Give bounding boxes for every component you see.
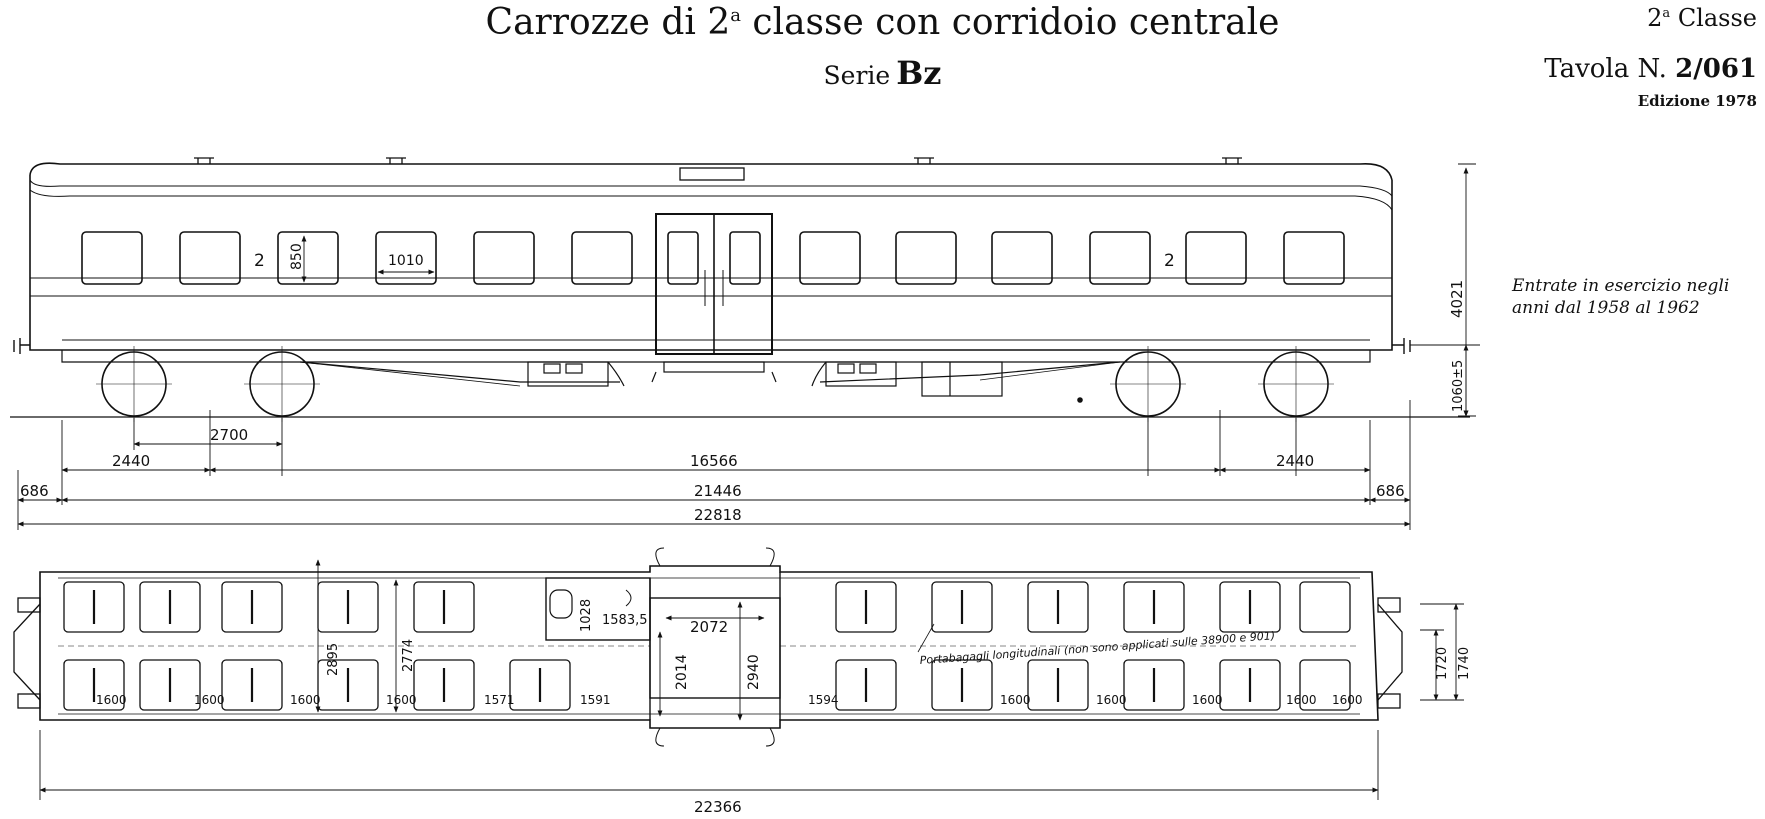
title-text-end: classe con corridoio centrale: [740, 2, 1280, 43]
roof-vents: [194, 157, 1242, 181]
plan-buffers: [17, 597, 1401, 709]
class-word: Classe: [1670, 4, 1757, 32]
seats-right-upper: [835, 581, 1351, 633]
plate-label: Tavola N.: [1544, 54, 1667, 84]
buffer-height-label: 1060±5: [1451, 360, 1466, 412]
truss-rod: [299, 361, 1121, 383]
truss-line-2: [299, 361, 1121, 387]
underframe-outline: [61, 350, 1371, 363]
seat-pitch-labels-left: 1600 1600 1600 1600 1571 1591: [96, 693, 611, 707]
rack-note-label: Portabagagli longitudinali (non sono app…: [919, 629, 1275, 667]
body-width-label: 1740: [1457, 647, 1472, 680]
drawing-title: Carrozze di 2a classe con corridoio cent…: [0, 2, 1765, 43]
overhang-right-label: 2440: [1276, 452, 1314, 470]
pitch-right-4: 1600: [1192, 693, 1223, 707]
class-number: 2: [1647, 4, 1663, 32]
plan-inner-outline: [58, 577, 1360, 715]
pitch-right-1: 1594: [808, 693, 839, 707]
pitch-right-5: 1600: [1286, 693, 1317, 707]
pitch-right-6: 1600: [1332, 693, 1363, 707]
overall-length-label: 22818: [694, 506, 742, 524]
corridor-width-label: 2895: [326, 643, 341, 676]
floor-plan: [13, 547, 1403, 747]
seat-groups: [63, 581, 1351, 711]
seats-right-lower: [835, 659, 1351, 711]
vestibule-width-label: 2014: [674, 654, 690, 690]
overhang-left-label: 2440: [112, 452, 150, 470]
body-length-label: 21446: [694, 482, 742, 500]
pitch-right-3: 1600: [1096, 693, 1127, 707]
end-gangway-right: [1377, 603, 1403, 701]
plan-dimension-lines: [39, 559, 1464, 800]
pitch-left-2: 1600: [194, 693, 225, 707]
class-label: 2a Classe: [1647, 4, 1757, 32]
underfloor-boxes: [527, 361, 1003, 397]
roof-outline: [29, 162, 1393, 181]
pitch-left-4: 1600: [386, 693, 417, 707]
overall-height-label: 4021: [1448, 280, 1466, 318]
door-width-label: 2940: [746, 654, 762, 690]
plan-length-label: 22366: [694, 798, 742, 816]
series-code: Bz: [896, 54, 942, 92]
service-note-line-2: anni dal 1958 al 1962: [1512, 298, 1700, 318]
vestibule-length-label: 2072: [690, 618, 728, 636]
roof-edge: [29, 188, 1393, 211]
track-gauge-label: 1720: [1435, 647, 1450, 680]
wc-width-label: 1028: [579, 599, 594, 632]
inner-width-label: 2774: [401, 639, 416, 672]
entrance-doors: [651, 213, 777, 383]
end-gangway-left: [13, 603, 41, 701]
class-superscript: a: [1662, 6, 1671, 21]
buffers: [13, 338, 1411, 354]
pitch-left-1: 1600: [96, 693, 127, 707]
pitch-right-2: 1600: [1000, 693, 1031, 707]
edition-label: Edizione 1978: [1637, 92, 1757, 110]
seats-left-upper: [63, 581, 475, 633]
bogie-centres-label: 16566: [690, 452, 738, 470]
seats-left-lower: [63, 659, 571, 711]
series-label: Serie: [823, 61, 891, 90]
class-marking-right: 2: [1164, 251, 1175, 271]
side-elevation: [10, 157, 1470, 422]
window-width-label: 1010: [388, 253, 424, 269]
roof-band: [29, 179, 1393, 197]
title-text: Carrozze di 2: [485, 2, 731, 43]
buffer-left-label: 686: [20, 482, 49, 500]
body-outline: [29, 175, 1393, 351]
pitch-left-5: 1571: [484, 693, 515, 707]
window-row: [81, 231, 1345, 285]
service-note-line-1: Entrate in esercizio negli: [1512, 276, 1730, 296]
dimension-lines: [17, 400, 1411, 530]
title-superscript: a: [730, 5, 741, 26]
seat-pitch-labels-right: 1594 1600 1600 1600 1600 1600: [808, 693, 1363, 707]
buffer-right-label: 686: [1376, 482, 1405, 500]
window-height-label: 850: [289, 243, 305, 270]
pitch-left-3: 1600: [290, 693, 321, 707]
wc-length-label: 1583,5: [602, 613, 648, 628]
plate-number: Tavola N. 2/061: [1544, 54, 1757, 84]
class-marking-left: 2: [254, 251, 265, 271]
wheels: [96, 346, 1334, 422]
pitch-left-6: 1591: [580, 693, 611, 707]
plate-code: 2/061: [1675, 54, 1757, 84]
bogie-wheelbase-label: 2700: [210, 426, 248, 444]
wc-compartment: [545, 577, 651, 641]
service-note: Entrate in esercizio negli anni dal 1958…: [1512, 275, 1729, 319]
